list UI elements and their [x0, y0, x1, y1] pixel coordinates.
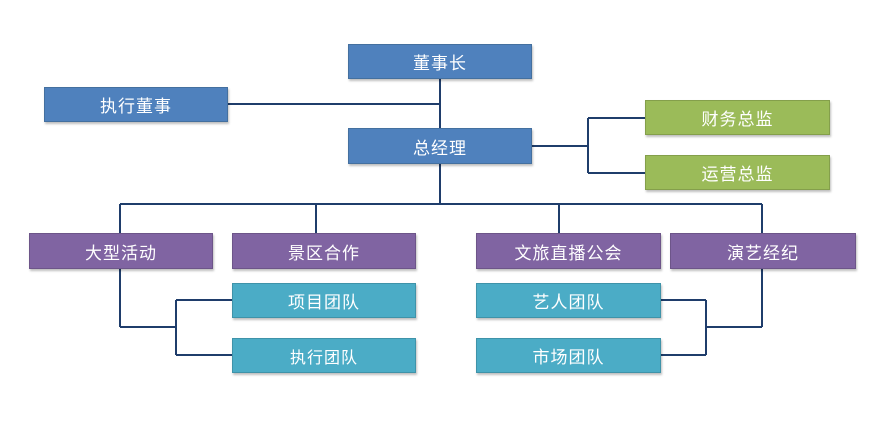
- team-project: 项目团队: [232, 283, 416, 318]
- team-label: 执行团队: [289, 347, 358, 367]
- department-artist-management: 演艺经纪: [670, 233, 856, 269]
- general-manager-box: 总经理: [348, 128, 532, 164]
- team-artist: 艺人团队: [476, 283, 661, 318]
- chairman-label: 董事长: [413, 54, 467, 74]
- team-execution: 执行团队: [232, 338, 416, 373]
- department-label: 大型活动: [85, 243, 157, 264]
- department-label: 景区合作: [288, 243, 360, 264]
- executive-director-box: 执行董事: [44, 87, 228, 122]
- team-marketing: 市场团队: [476, 338, 661, 373]
- department-scenic-cooperation: 景区合作: [232, 233, 416, 269]
- department-label: 文旅直播公会: [514, 243, 623, 264]
- department-label: 演艺经纪: [727, 243, 799, 264]
- executive-director-label: 执行董事: [100, 97, 172, 117]
- operations-director-box: 运营总监: [645, 155, 830, 190]
- chairman-box: 董事长: [348, 44, 532, 79]
- team-label: 艺人团队: [532, 293, 605, 313]
- team-label: 项目团队: [288, 293, 360, 313]
- general-manager-label: 总经理: [413, 138, 467, 159]
- team-label: 市场团队: [532, 348, 605, 368]
- department-culture-tourism-guild: 文旅直播公会: [476, 233, 661, 269]
- finance-director-box: 财务总监: [645, 100, 830, 135]
- operations-director-label: 运营总监: [701, 165, 774, 185]
- department-big-events: 大型活动: [29, 233, 213, 269]
- finance-director-label: 财务总监: [701, 110, 774, 130]
